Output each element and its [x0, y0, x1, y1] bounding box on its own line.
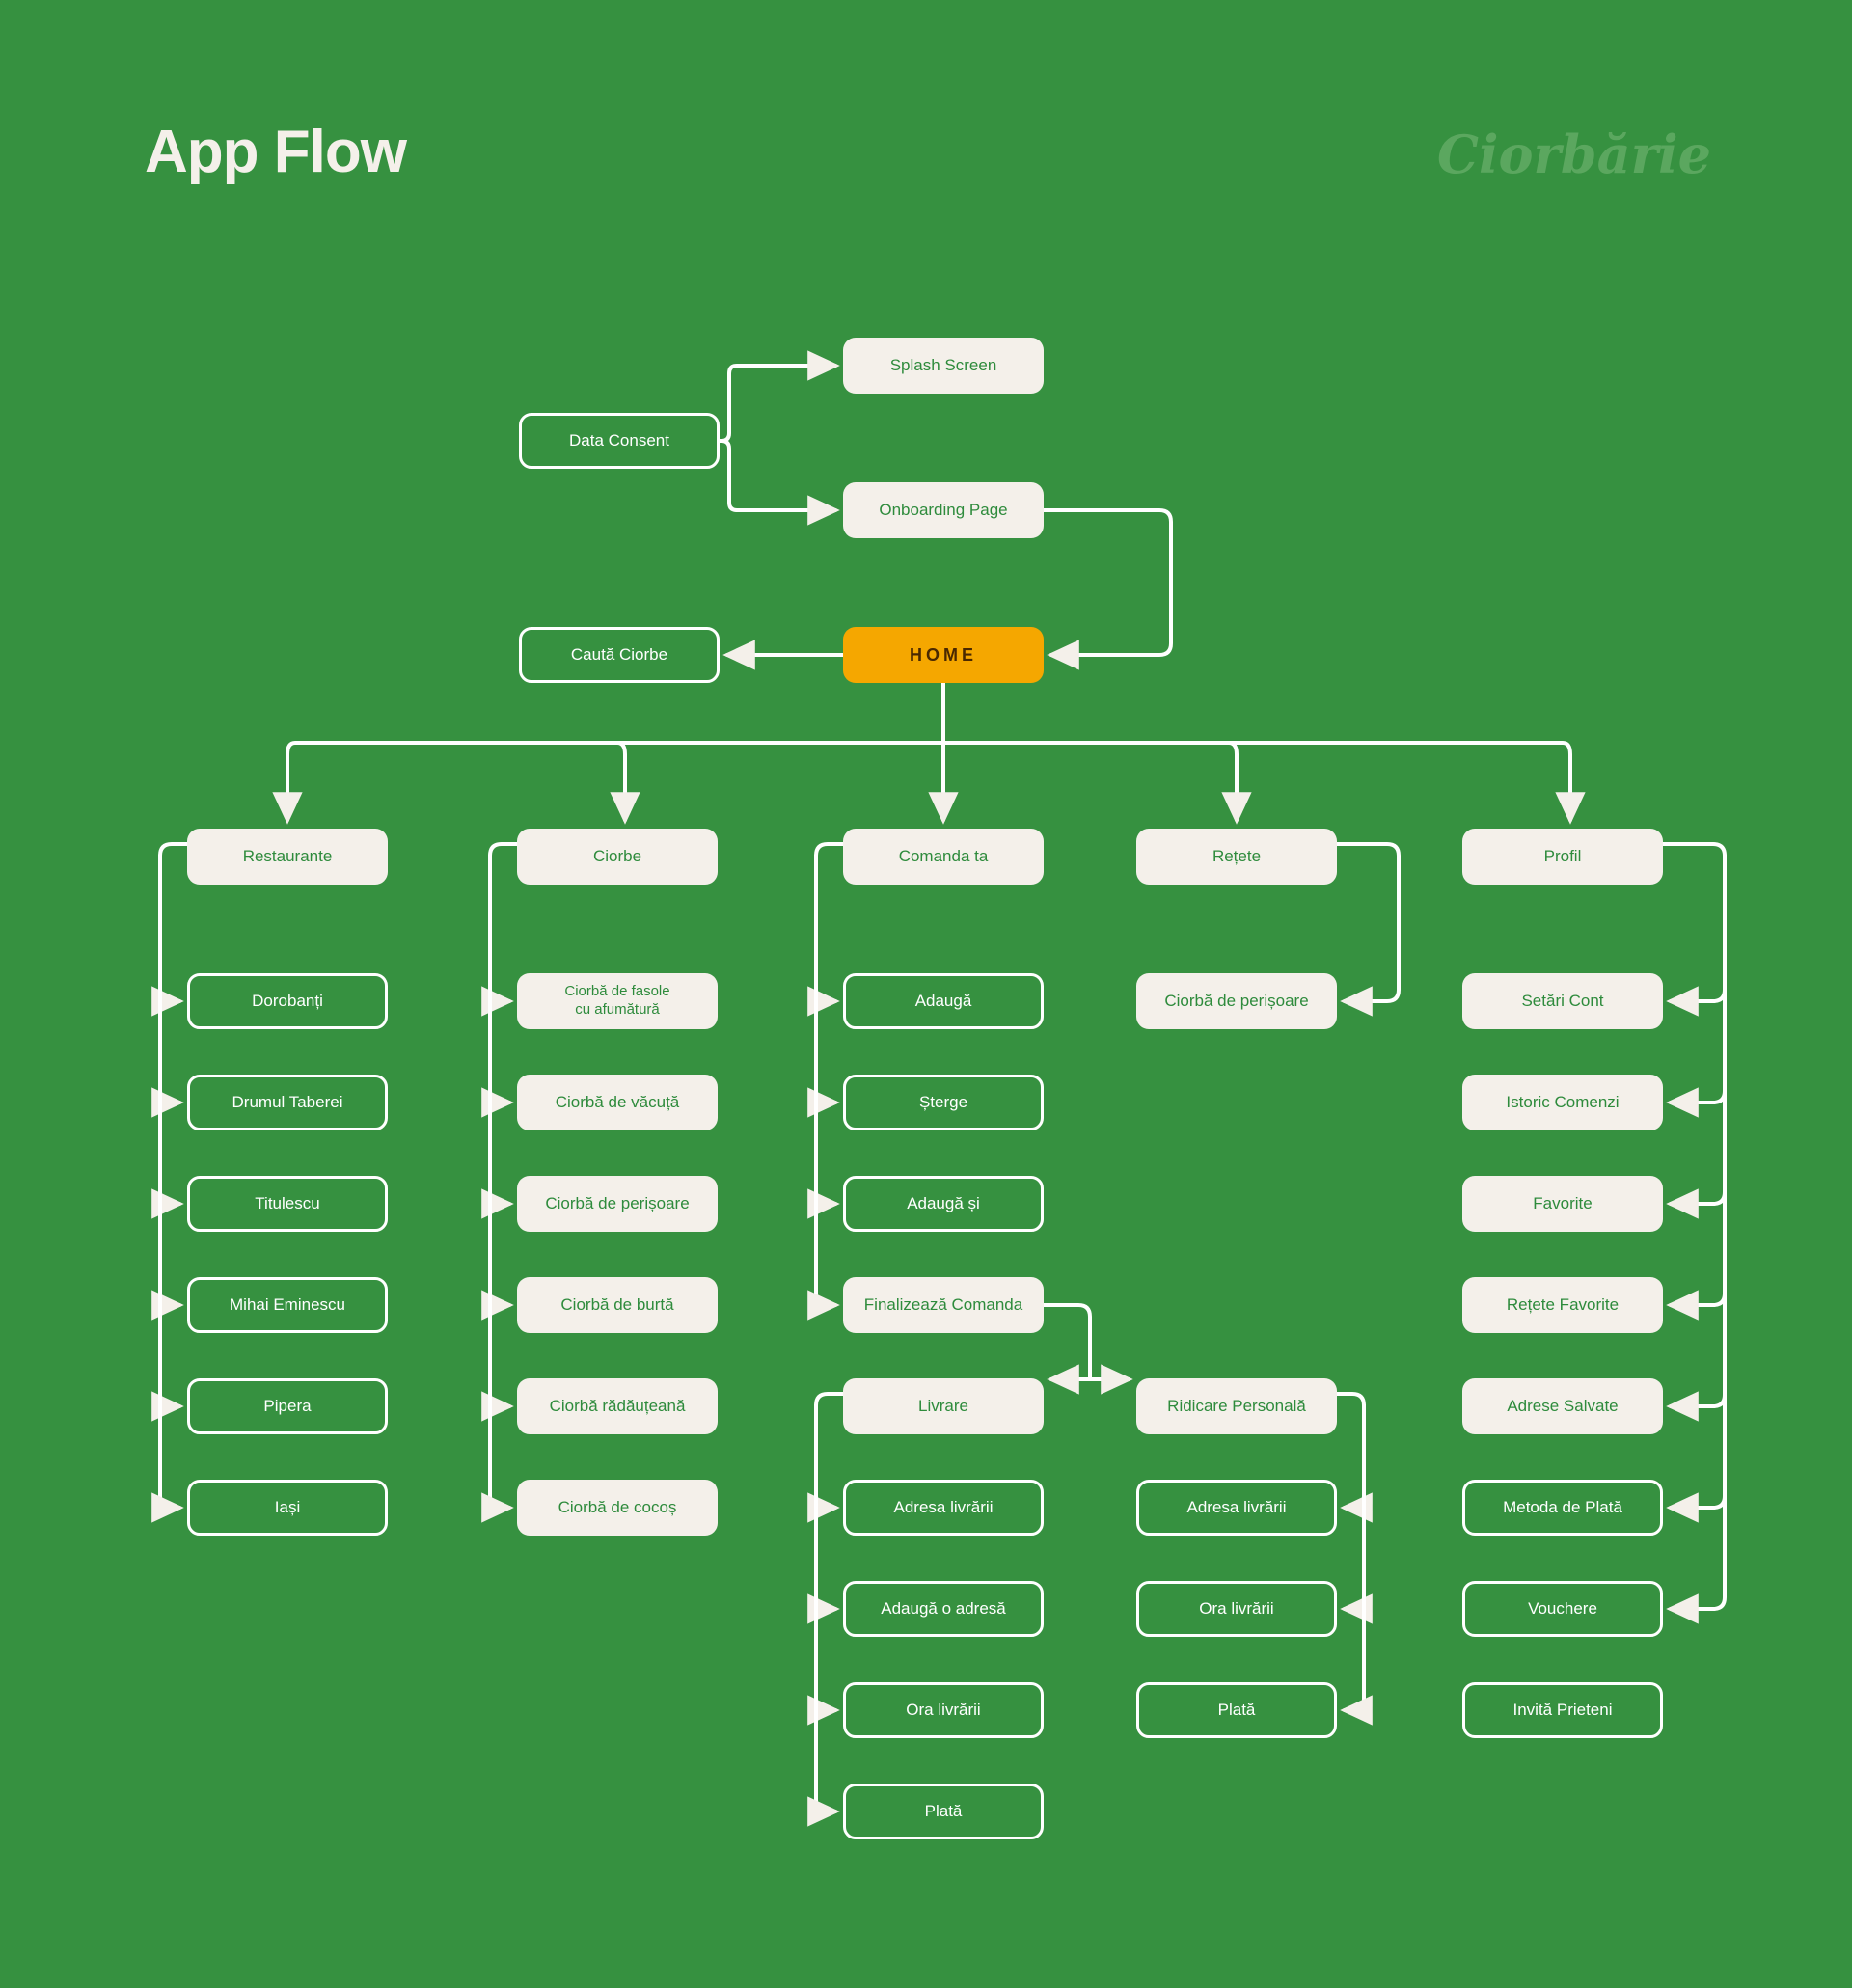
flow-node-favorite[interactable]: Favorite — [1462, 1176, 1663, 1232]
flow-node-label: Ciorbă de fasole cu afumătură — [564, 983, 670, 1018]
flow-node-label: Ciorbă de burtă — [560, 1295, 674, 1315]
flow-node-label: Onboarding Page — [879, 501, 1008, 520]
flow-node-label: Adrese Salvate — [1507, 1397, 1619, 1416]
flow-node-label: Caută Ciorbe — [570, 645, 668, 665]
flow-node-label: Rețete Favorite — [1506, 1295, 1620, 1315]
flow-node-label: Ora livrării — [906, 1701, 981, 1720]
flow-node-label: Splash Screen — [889, 356, 997, 375]
flow-node-comanda-ta[interactable]: Comanda ta — [843, 829, 1044, 885]
flow-node-splash-screen[interactable]: Splash Screen — [843, 338, 1044, 394]
flow-node-livrare[interactable]: Livrare — [843, 1378, 1044, 1434]
flow-node-label: Pipera — [263, 1397, 312, 1416]
flow-node-label: Adresa livrării — [893, 1498, 994, 1517]
flow-node-label: Restaurante — [242, 847, 333, 866]
flow-node-finalizeaza-comanda[interactable]: Finalizează Comanda — [843, 1277, 1044, 1333]
flow-node-mihai-eminescu[interactable]: Mihai Eminescu — [187, 1277, 388, 1333]
flow-node-ciorba-fasole[interactable]: Ciorbă de fasole cu afumătură — [517, 973, 718, 1029]
flow-node-label: Ciorbă de perișoare — [545, 1194, 690, 1213]
flow-node-restaurante[interactable]: Restaurante — [187, 829, 388, 885]
flow-node-ridicare-adresa[interactable]: Adresa livrării — [1136, 1480, 1337, 1536]
flow-node-setari-cont[interactable]: Setări Cont — [1462, 973, 1663, 1029]
flow-node-invita-prieteni[interactable]: Invită Prieteni — [1462, 1682, 1663, 1738]
flow-node-label: Data Consent — [569, 431, 669, 450]
flow-node-label: Invită Prieteni — [1512, 1701, 1613, 1720]
flow-node-label: Plată — [924, 1802, 963, 1821]
flow-node-label: Metoda de Plată — [1503, 1498, 1622, 1517]
flow-node-livrare-adresa[interactable]: Adresa livrării — [843, 1480, 1044, 1536]
flow-node-label: Iași — [274, 1498, 301, 1517]
flow-node-label: Livrare — [918, 1397, 968, 1416]
flow-node-adauga-si[interactable]: Adaugă și — [843, 1176, 1044, 1232]
flow-node-sterge[interactable]: Șterge — [843, 1075, 1044, 1130]
flow-node-label: Ciorbă rădăuțeană — [549, 1397, 686, 1416]
flow-node-label: HOME — [910, 644, 977, 665]
flow-node-label: Dorobanți — [252, 992, 323, 1011]
flow-node-label: Rețete — [1212, 847, 1262, 866]
flow-node-home[interactable]: HOME — [843, 627, 1044, 683]
flow-node-label: Favorite — [1533, 1194, 1593, 1213]
flow-node-label: Adaugă și — [907, 1194, 980, 1213]
flow-node-label: Vouchere — [1528, 1599, 1597, 1619]
flow-node-label: Adaugă — [914, 992, 972, 1011]
flow-node-label: Istoric Comenzi — [1506, 1093, 1620, 1112]
flow-node-ciorba-cocos[interactable]: Ciorbă de cocoș — [517, 1480, 718, 1536]
flow-node-retete[interactable]: Rețete — [1136, 829, 1337, 885]
flow-node-data-consent[interactable]: Data Consent — [519, 413, 720, 469]
flow-node-label: Plată — [1217, 1701, 1256, 1720]
flow-node-retete-favorite[interactable]: Rețete Favorite — [1462, 1277, 1663, 1333]
flow-node-titulescu[interactable]: Titulescu — [187, 1176, 388, 1232]
flow-node-label: Ciorbe — [592, 847, 642, 866]
flow-node-ridicare-plata[interactable]: Plată — [1136, 1682, 1337, 1738]
flow-node-label: Titulescu — [255, 1194, 320, 1213]
flow-node-livrare-ora[interactable]: Ora livrării — [843, 1682, 1044, 1738]
flow-node-label: Ciorbă de văcuță — [555, 1093, 680, 1112]
flow-node-ciorba-perisoare[interactable]: Ciorbă de perișoare — [517, 1176, 718, 1232]
flow-node-drumul-taberei[interactable]: Drumul Taberei — [187, 1075, 388, 1130]
brand-logo: Ciorbărie — [1436, 123, 1711, 185]
flow-node-label: Finalizează Comanda — [863, 1295, 1023, 1315]
flow-node-ridicare-ora[interactable]: Ora livrării — [1136, 1581, 1337, 1637]
flow-node-adrese-salvate[interactable]: Adrese Salvate — [1462, 1378, 1663, 1434]
flow-node-label: Adaugă o adresă — [881, 1599, 1006, 1619]
flow-node-profil[interactable]: Profil — [1462, 829, 1663, 885]
flow-node-label: Profil — [1543, 847, 1582, 866]
flow-node-pipera[interactable]: Pipera — [187, 1378, 388, 1434]
flow-node-retete-ciorba-perisoare[interactable]: Ciorbă de perișoare — [1136, 973, 1337, 1029]
flow-node-dorobanti[interactable]: Dorobanți — [187, 973, 388, 1029]
flow-node-ciorba-burta[interactable]: Ciorbă de burtă — [517, 1277, 718, 1333]
flow-node-adauga[interactable]: Adaugă — [843, 973, 1044, 1029]
flow-node-iasi[interactable]: Iași — [187, 1480, 388, 1536]
flow-node-label: Mihai Eminescu — [230, 1295, 345, 1315]
flow-node-vouchere[interactable]: Vouchere — [1462, 1581, 1663, 1637]
flow-node-istoric-comenzi[interactable]: Istoric Comenzi — [1462, 1075, 1663, 1130]
flow-node-livrare-plata[interactable]: Plată — [843, 1784, 1044, 1839]
page-title: App Flow — [145, 119, 407, 185]
flow-node-ciorbe[interactable]: Ciorbe — [517, 829, 718, 885]
flow-node-ciorba-vacuta[interactable]: Ciorbă de văcuță — [517, 1075, 718, 1130]
flow-node-label: Setări Cont — [1521, 992, 1604, 1011]
flow-node-ciorba-radauteana[interactable]: Ciorbă rădăuțeană — [517, 1378, 718, 1434]
flow-node-label: Ora livrării — [1199, 1599, 1274, 1619]
flow-node-metoda-de-plata[interactable]: Metoda de Plată — [1462, 1480, 1663, 1536]
flow-node-label: Ridicare Personală — [1167, 1397, 1306, 1416]
flow-node-label: Drumul Taberei — [232, 1093, 343, 1112]
flow-node-label: Șterge — [918, 1093, 968, 1112]
flow-node-label: Ciorbă de perișoare — [1164, 992, 1309, 1011]
flow-node-onboarding-page[interactable]: Onboarding Page — [843, 482, 1044, 538]
flow-node-label: Comanda ta — [898, 847, 989, 866]
flow-node-cauta-ciorbe[interactable]: Caută Ciorbe — [519, 627, 720, 683]
flow-node-ridicare-personala[interactable]: Ridicare Personală — [1136, 1378, 1337, 1434]
flow-node-label: Adresa livrării — [1186, 1498, 1287, 1517]
flow-node-label: Ciorbă de cocoș — [558, 1498, 677, 1517]
flow-node-livrare-adauga-adresa[interactable]: Adaugă o adresă — [843, 1581, 1044, 1637]
